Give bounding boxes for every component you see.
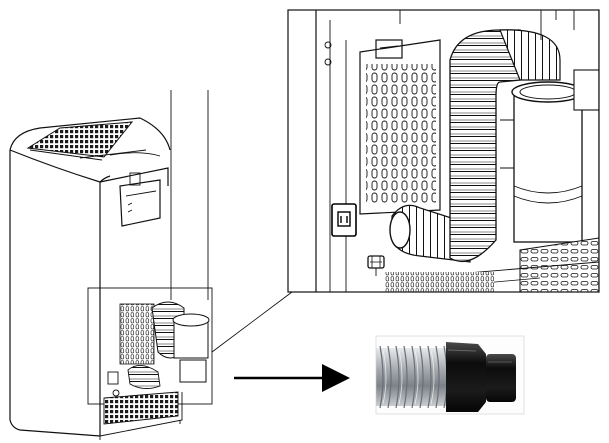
unit-overview-drawing <box>9 90 293 440</box>
detail-frame <box>287 9 600 293</box>
detail-zoom-drawing <box>288 10 599 292</box>
arrow-right-icon <box>234 364 350 392</box>
hose-adapter-photo <box>376 336 524 414</box>
photo-frame <box>375 335 525 415</box>
